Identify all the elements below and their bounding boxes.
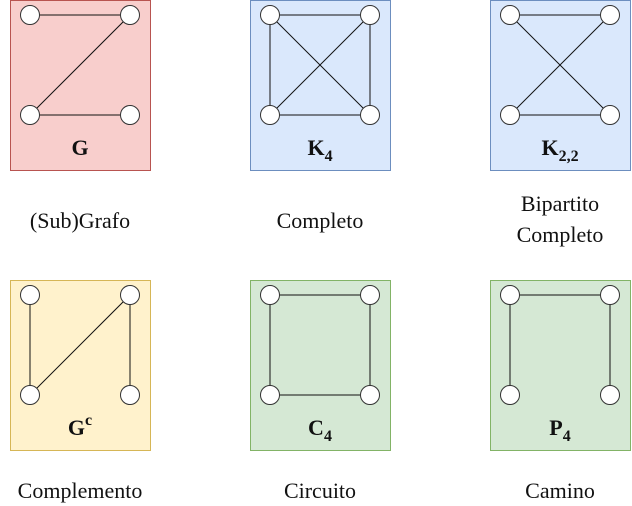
- panel-label-subscript: 4: [325, 148, 333, 165]
- panel-p4: P4: [490, 280, 631, 451]
- panel-label: Gc: [68, 412, 92, 440]
- panel-background: [250, 0, 391, 171]
- panel-label-superscript: c: [85, 412, 92, 429]
- panel-label-subscript: 4: [563, 428, 571, 445]
- graph-vertex: [20, 285, 40, 305]
- graph-vertex: [600, 105, 620, 125]
- caption-subgrafo-line1: (Sub)Grafo: [29, 208, 131, 233]
- panel-label: C4: [308, 415, 332, 445]
- caption-subgrafo: (Sub)Grafo: [0, 205, 160, 236]
- panel-background: [10, 280, 151, 451]
- graph-vertex: [120, 285, 140, 305]
- caption-bipartito-completo: Bipartito Completo: [480, 188, 632, 250]
- graph-vertex: [360, 105, 380, 125]
- caption-completo: Completo: [240, 205, 400, 236]
- graph-vertex: [260, 285, 280, 305]
- panel-label-main: K: [307, 135, 324, 160]
- panel-background: [490, 0, 631, 171]
- panel-label: K2,2: [541, 135, 578, 165]
- graph-vertex: [500, 5, 520, 25]
- graph-edge: [29, 14, 131, 116]
- panel-k4: K4: [250, 0, 391, 171]
- panel-label: P4: [549, 415, 570, 445]
- graph-vertex: [360, 5, 380, 25]
- caption-camino: Camino: [480, 475, 632, 506]
- graph-vertex: [600, 285, 620, 305]
- panel-label: G: [71, 135, 88, 160]
- graph-vertex: [20, 105, 40, 125]
- graph-edge: [509, 14, 611, 116]
- caption-complemento: Complemento: [0, 475, 160, 506]
- panel-background: [250, 280, 391, 451]
- panel-label: K4: [307, 135, 332, 165]
- graph-vertex: [120, 5, 140, 25]
- graph-vertex: [120, 105, 140, 125]
- graph-vertex: [120, 385, 140, 405]
- panel-background: [10, 0, 151, 171]
- graph-vertex: [260, 5, 280, 25]
- panel-g: G: [10, 0, 151, 171]
- panel-label-subscript: 4: [324, 428, 332, 445]
- graph-vertex: [360, 285, 380, 305]
- panel-label-main: G: [68, 415, 85, 440]
- graph-vertex: [20, 5, 40, 25]
- panel-label-main: G: [71, 135, 88, 160]
- panel-k22: K2,2: [490, 0, 631, 171]
- graph-edge: [269, 14, 371, 116]
- panel-label-main: P: [549, 415, 562, 440]
- graph-vertex: [20, 385, 40, 405]
- panel-c4: C4: [250, 280, 391, 451]
- caption-circuito-line1: Circuito: [283, 478, 357, 503]
- graph-vertex: [600, 5, 620, 25]
- caption-bipartito-line2: Completo: [516, 222, 604, 247]
- caption-bipartito-line1: Bipartito: [520, 191, 600, 216]
- graph-vertex: [360, 385, 380, 405]
- caption-camino-line1: Camino: [525, 478, 595, 503]
- panel-label-main: K: [541, 135, 558, 160]
- panel-label-subscript: 2,2: [559, 148, 579, 165]
- graph-vertex: [260, 105, 280, 125]
- graph-vertex: [500, 385, 520, 405]
- caption-circuito: Circuito: [240, 475, 400, 506]
- panel-label-main: C: [308, 415, 324, 440]
- graph-vertex: [500, 285, 520, 305]
- graph-vertex: [260, 385, 280, 405]
- panel-gc: Gc: [10, 280, 151, 451]
- caption-complemento-line1: Complemento: [17, 478, 143, 503]
- caption-completo-line1: Completo: [276, 208, 364, 233]
- graph-vertex: [500, 105, 520, 125]
- graph-vertex: [600, 385, 620, 405]
- graph-edge: [29, 294, 131, 396]
- panel-background: [490, 280, 631, 451]
